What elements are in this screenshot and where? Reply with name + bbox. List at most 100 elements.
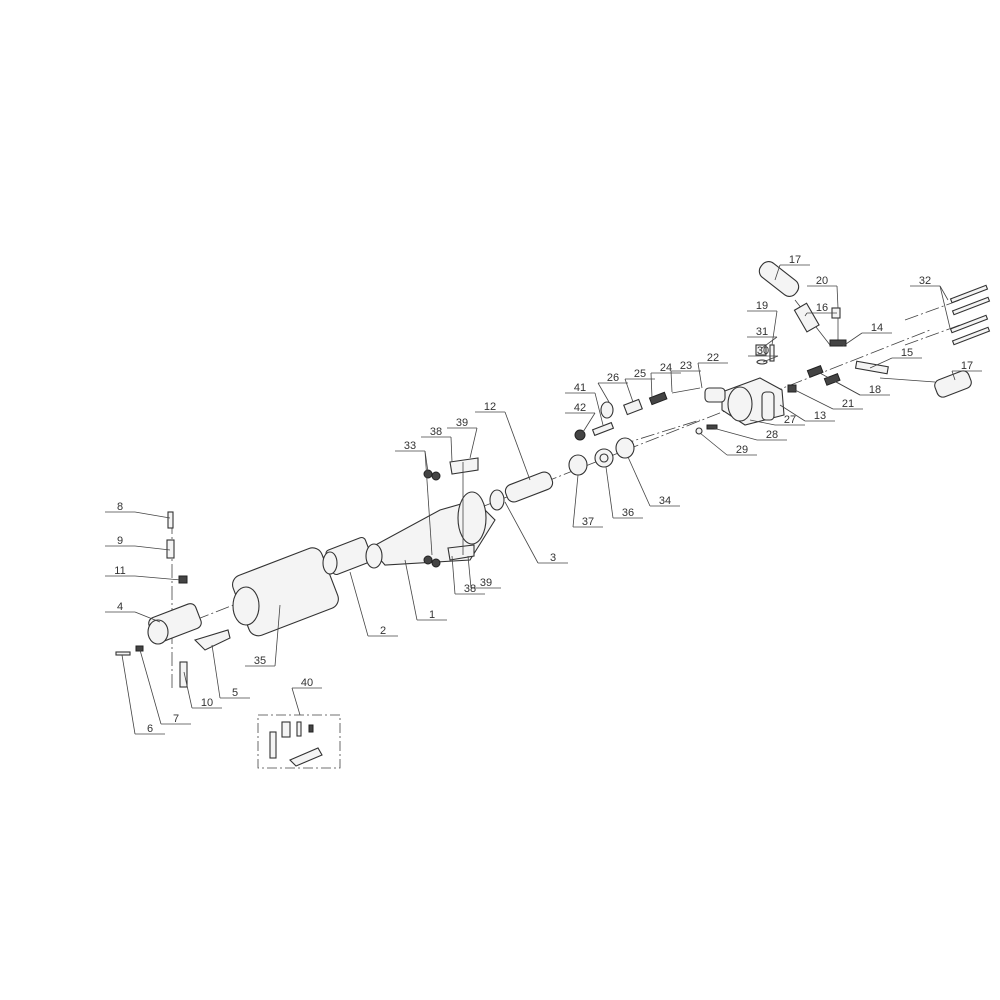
- part-callout-24: 24: [650, 362, 681, 399]
- leader-line: [183, 671, 193, 709]
- leader-line: [504, 501, 539, 564]
- leader-line: [951, 370, 956, 381]
- lever-arm-parts: [787, 299, 936, 393]
- part-callout-18: 18: [817, 371, 890, 396]
- leader-line: [650, 372, 653, 399]
- leader-line: [624, 378, 634, 403]
- part-callout-28: 28: [712, 427, 787, 441]
- leader-line: [572, 474, 579, 528]
- part-number-label: 17: [961, 360, 973, 372]
- part-number-label: 30: [757, 345, 769, 357]
- part-callout-34: 34: [627, 456, 680, 507]
- leader-line: [469, 427, 478, 459]
- part-number-label: 23: [680, 360, 692, 372]
- part-number-label: 2: [380, 625, 386, 637]
- part-callout-32: 32: [910, 275, 951, 329]
- part-number-label: 26: [607, 372, 619, 384]
- part-callout-17: 17: [951, 360, 982, 381]
- part-callout-19: 19: [747, 300, 778, 346]
- leader-line: [504, 411, 531, 481]
- part-number-label: 19: [756, 300, 768, 312]
- part-labels: 8911467105352140333839393812337363429282…: [105, 254, 982, 735]
- leader-line: [804, 312, 808, 317]
- part-number-label: 11: [114, 565, 125, 577]
- part-callout-22: 22: [697, 352, 728, 389]
- part-35-cover: [232, 547, 339, 637]
- part-number-label: 6: [147, 723, 153, 735]
- part-3-bushing: [489, 489, 505, 511]
- part-callout-8: 8: [105, 501, 171, 519]
- part-number-label: 12: [484, 401, 496, 413]
- part-callout-23: 23: [670, 360, 701, 393]
- leader-line: [774, 264, 781, 281]
- part-callout-9: 9: [105, 535, 171, 551]
- part-number-label: 14: [871, 322, 883, 334]
- leader-line: [762, 355, 779, 363]
- valve-small-parts: [574, 344, 775, 441]
- leader-line: [450, 436, 453, 463]
- part-number-label: 8: [117, 501, 123, 513]
- leader-line: [835, 381, 861, 396]
- part-number-label: 38: [430, 426, 442, 438]
- part-callout-40: 40: [291, 677, 322, 716]
- part-callout-5: 5: [211, 644, 250, 699]
- leader-line: [836, 285, 839, 309]
- part-callout-2: 2: [349, 571, 398, 637]
- part-callout-30: 30: [748, 345, 779, 363]
- part-number-label: 5: [232, 687, 238, 699]
- leader-line: [467, 555, 472, 589]
- part-callout-7: 7: [139, 649, 191, 725]
- leader-line: [139, 649, 162, 725]
- part-7-spring: [135, 645, 144, 652]
- part-number-label: 3: [550, 552, 556, 564]
- leader-line: [291, 687, 301, 716]
- part-callout-39: 39: [467, 555, 501, 589]
- part-40-kit: [257, 714, 341, 769]
- part-callout-38: 38: [451, 555, 485, 595]
- part-callout-42: 42: [565, 402, 596, 433]
- part-12-shaft: [504, 471, 554, 503]
- part-number-label: 29: [736, 444, 748, 456]
- part-number-label: 10: [201, 697, 213, 709]
- leader-line: [424, 450, 433, 556]
- leader-line: [869, 357, 893, 369]
- part-number-label: 24: [660, 362, 672, 374]
- part-number-label: 27: [784, 414, 796, 426]
- leader-line: [699, 432, 728, 456]
- leader-line: [842, 332, 863, 347]
- part-callout-25: 25: [624, 368, 655, 403]
- part-number-label: 17: [789, 254, 801, 266]
- part-callout-16: 16: [804, 302, 837, 317]
- part-5-lever: [193, 629, 231, 651]
- leader-line: [349, 571, 369, 637]
- part-33-38-39-fasteners: [423, 457, 479, 568]
- part-number-label: 28: [766, 429, 778, 441]
- leader-line: [670, 370, 673, 393]
- part-number-label: 13: [814, 410, 826, 422]
- leader-line: [794, 389, 834, 410]
- part-13-valve-body: [704, 377, 785, 426]
- part-number-label: 32: [919, 275, 931, 287]
- part-callout-6: 6: [121, 654, 165, 735]
- leader-line: [134, 511, 171, 519]
- part-callout-11: 11: [105, 565, 182, 581]
- part-callout-31: 31: [747, 326, 778, 349]
- part-number-label: 1: [429, 609, 435, 621]
- part-number-label: 34: [659, 495, 671, 507]
- leader-line: [594, 392, 604, 426]
- leader-line: [597, 382, 610, 403]
- part-callout-36: 36: [605, 466, 643, 519]
- leader-line: [451, 555, 456, 595]
- part-callout-17: 17: [774, 254, 810, 281]
- part-callout-15: 15: [869, 347, 922, 369]
- part-callout-20: 20: [807, 275, 839, 309]
- leader-line: [134, 545, 171, 551]
- part-callout-39: 39: [447, 417, 478, 459]
- leader-line: [939, 285, 951, 329]
- part-callout-41: 41: [565, 382, 604, 426]
- part-6-pin: [115, 651, 131, 656]
- part-callout-26: 26: [597, 372, 628, 403]
- leader-line: [771, 310, 778, 346]
- part-10-bolt: [179, 661, 188, 688]
